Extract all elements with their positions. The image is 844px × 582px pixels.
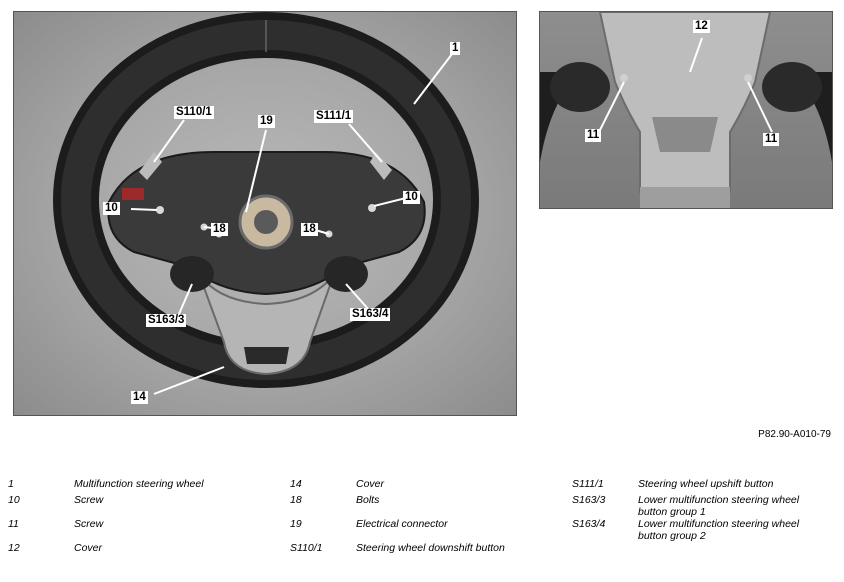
steering-wheel-illustration	[53, 12, 479, 395]
callout-11-right: 11	[763, 133, 780, 146]
callout-10-left: 10	[103, 202, 120, 215]
legend-code: S163/3	[572, 494, 606, 506]
legend-description	[638, 542, 818, 558]
legend-table: 1 Multifunction steering wheel 14 Cover …	[8, 478, 818, 558]
legend-code: 18	[290, 494, 302, 506]
legend-description: Steering wheel upshift button	[638, 478, 774, 490]
legend-description: Screw	[74, 494, 104, 506]
callout-11-left: 11	[585, 129, 602, 142]
legend-description: Cover	[74, 542, 103, 554]
legend-description: Lower multifunction steering wheel butto…	[638, 518, 800, 542]
callout-1: 1	[450, 42, 461, 55]
callout-s163-4: S163/4	[350, 308, 391, 321]
legend-description: Bolts	[356, 494, 380, 506]
legend-description: Cover	[356, 478, 385, 490]
cover-detail-photo: 12 11 11	[539, 11, 833, 209]
legend-code: S110/1	[290, 542, 323, 554]
callout-s111-1: S111/1	[314, 110, 354, 123]
callout-14: 14	[131, 391, 148, 404]
legend-description: Lower multifunction steering wheel butto…	[638, 494, 800, 518]
steering-wheel-photo: 1 S110/1 S111/1 19 10 10 18 18 S163/3 S1…	[13, 11, 517, 416]
legend-code: 11	[8, 518, 19, 530]
callout-12: 12	[693, 20, 710, 33]
legend-code: 1	[8, 478, 14, 490]
callout-s110-1: S110/1	[174, 106, 214, 119]
legend-description: Multifunction steering wheel	[74, 478, 204, 490]
legend-code: S111/1	[572, 478, 604, 490]
legend-code: 10	[8, 494, 20, 506]
legend-code: 12	[8, 542, 20, 554]
legend-description: Screw	[74, 518, 104, 530]
legend-row: 10 Screw 18 Bolts S163/3 Lower multifunc…	[8, 494, 818, 518]
legend-code	[572, 542, 638, 558]
legend-description: Electrical connector	[356, 518, 448, 530]
legend-code: S163/4	[572, 518, 606, 530]
legend-row: 12 Cover S110/1 Steering wheel downshift…	[8, 542, 818, 558]
callout-18-left: 18	[211, 223, 228, 236]
callout-s163-3: S163/3	[146, 314, 187, 327]
cover-detail-illustration	[540, 12, 832, 208]
callout-18-right: 18	[301, 223, 318, 236]
callout-19: 19	[258, 115, 275, 128]
legend-code: 19	[290, 518, 302, 530]
legend-description: Steering wheel downshift button	[356, 542, 505, 554]
legend-row: 1 Multifunction steering wheel 14 Cover …	[8, 478, 818, 494]
legend-code: 14	[290, 478, 302, 490]
callout-10-right: 10	[403, 191, 420, 204]
figure-reference: P82.90-A010-79	[758, 429, 831, 440]
legend-row: 11 Screw 19 Electrical connector S163/4 …	[8, 518, 818, 542]
